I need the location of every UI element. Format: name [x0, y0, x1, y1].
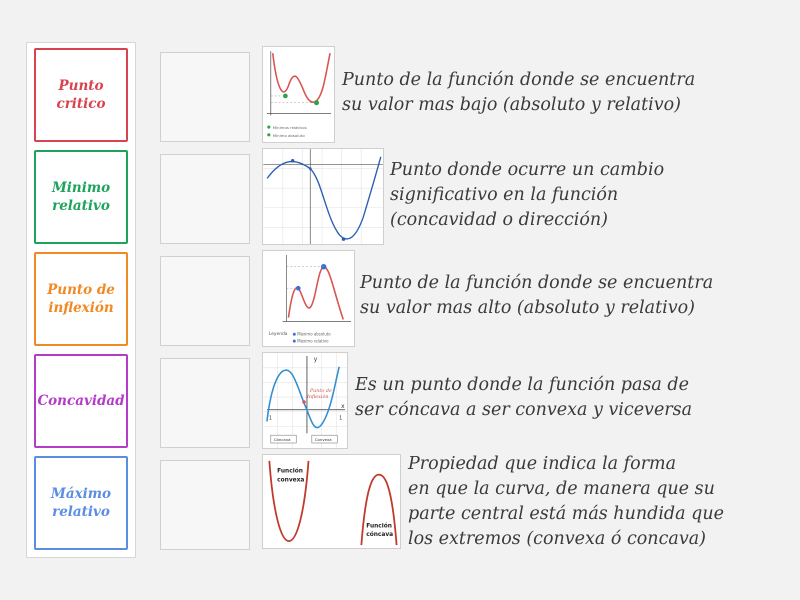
- card-label-line1: Concavidad: [37, 392, 125, 409]
- concava-label-line1: Función: [366, 522, 392, 529]
- graph-minimos-image: Mínimos relativos Mínimo absoluto: [262, 46, 335, 143]
- legend-minimos-relativos: Mínimos relativos: [273, 125, 307, 130]
- inflexion-label-line1: Punto de: [309, 388, 332, 394]
- tick-left: 1: [269, 416, 272, 422]
- graph-maximos-svg: Leyenda Máximo absoluto Máximo relativo: [269, 254, 352, 344]
- card-label-line2: relativo: [52, 504, 110, 520]
- card-label-line1: Punto de: [47, 281, 115, 298]
- graph-concavidad-svg: Función convexa Función cóncava: [268, 460, 398, 546]
- card-label: Minimo relativo: [52, 179, 110, 215]
- drop-slot-2[interactable]: [160, 154, 250, 244]
- definition-line: su valor mas alto (absoluto y relativo): [360, 297, 695, 318]
- definition-line: (concavidad o dirección): [390, 209, 609, 230]
- card-label-line2: critico: [56, 96, 106, 112]
- legend-maximo-relativo: Máximo relativo: [297, 339, 329, 344]
- definition-line: en que la curva, de manera que su: [408, 478, 715, 499]
- graph-inflexion-svg: y x Punto de Inflexión 1 1 Cóncava Conve…: [263, 353, 347, 448]
- definition-line: Punto de la función donde se encuentra: [342, 70, 696, 90]
- card-label-line1: Punto: [58, 77, 104, 94]
- concava-label-line2: cóncava: [366, 531, 393, 538]
- card-punto-critico[interactable]: Punto critico: [34, 48, 128, 142]
- definition-line: Punto de la función donde se encuentra: [360, 273, 714, 293]
- graph-concavidad-image: Función convexa Función cóncava: [262, 454, 401, 549]
- legend-minimo-absoluto: Mínimo absoluto: [273, 133, 306, 138]
- card-minimo-relativo[interactable]: Minimo relativo: [34, 150, 128, 244]
- definition-5: Propiedad que indica la forma en que la …: [408, 452, 724, 551]
- card-concavidad[interactable]: Concavidad: [34, 354, 128, 448]
- axis-y-label: y: [314, 357, 318, 363]
- drop-slot-5[interactable]: [160, 460, 250, 550]
- drop-slot-1[interactable]: [160, 52, 250, 142]
- axis-x-label: x: [341, 404, 345, 410]
- tick-right: 1: [339, 416, 342, 422]
- card-label: Punto de inflexión: [47, 281, 115, 317]
- definition-line: parte central está más hundida que: [408, 503, 724, 524]
- definition-line: significativo en la función: [390, 184, 619, 205]
- definition-line: Propiedad que indica la forma: [408, 454, 677, 474]
- graph-inflexion-image: y x Punto de Inflexión 1 1 Cóncava Conve…: [262, 352, 348, 449]
- convexa-label-line2: convexa: [277, 477, 304, 483]
- drop-slot-4[interactable]: [160, 358, 250, 448]
- inflexion-label-line2: Inflexión: [306, 393, 329, 400]
- card-maximo-relativo[interactable]: Máximo relativo: [34, 456, 128, 550]
- drop-slot-3[interactable]: [160, 256, 250, 346]
- graph-maximos-image: Leyenda Máximo absoluto Máximo relativo: [262, 250, 355, 347]
- legend-title: Leyenda: [269, 331, 288, 337]
- definition-line: los extremos (convexa ó concava): [408, 528, 706, 549]
- card-label: Punto critico: [56, 77, 105, 113]
- graph-punto-critico-svg: [263, 149, 383, 244]
- definition-4: Es un punto donde la función pasa de ser…: [355, 373, 692, 423]
- card-label-line1: Minimo: [51, 179, 111, 196]
- card-label-line1: Máximo: [50, 485, 112, 502]
- definition-line: Es un punto donde la función pasa de: [355, 375, 689, 395]
- graph-minimos-svg: Mínimos relativos Mínimo absoluto: [266, 51, 332, 138]
- card-label: Máximo relativo: [51, 485, 111, 521]
- convexa-box-label: Convexa: [315, 437, 332, 442]
- convexa-label-line1: Función: [277, 468, 303, 475]
- graph-punto-critico-image: [262, 148, 384, 245]
- definition-line: su valor mas bajo (absoluto y relativo): [342, 94, 681, 115]
- concava-box-label: Cóncava: [274, 437, 291, 442]
- definition-line: ser cóncava a ser convexa y viceversa: [355, 399, 693, 420]
- card-punto-de-inflexion[interactable]: Punto de inflexión: [34, 252, 128, 346]
- definition-2: Punto donde ocurre un cambio significati…: [390, 158, 664, 233]
- card-label: Concavidad: [37, 392, 124, 410]
- legend-maximo-absoluto: Máximo absoluto: [297, 332, 331, 337]
- definition-1: Punto de la función donde se encuentra s…: [342, 68, 695, 118]
- definition-3: Punto de la función donde se encuentra s…: [360, 271, 713, 321]
- card-label-line2: relativo: [52, 198, 110, 214]
- card-label-line2: inflexión: [48, 300, 114, 316]
- definition-line: Punto donde ocurre un cambio: [390, 160, 665, 180]
